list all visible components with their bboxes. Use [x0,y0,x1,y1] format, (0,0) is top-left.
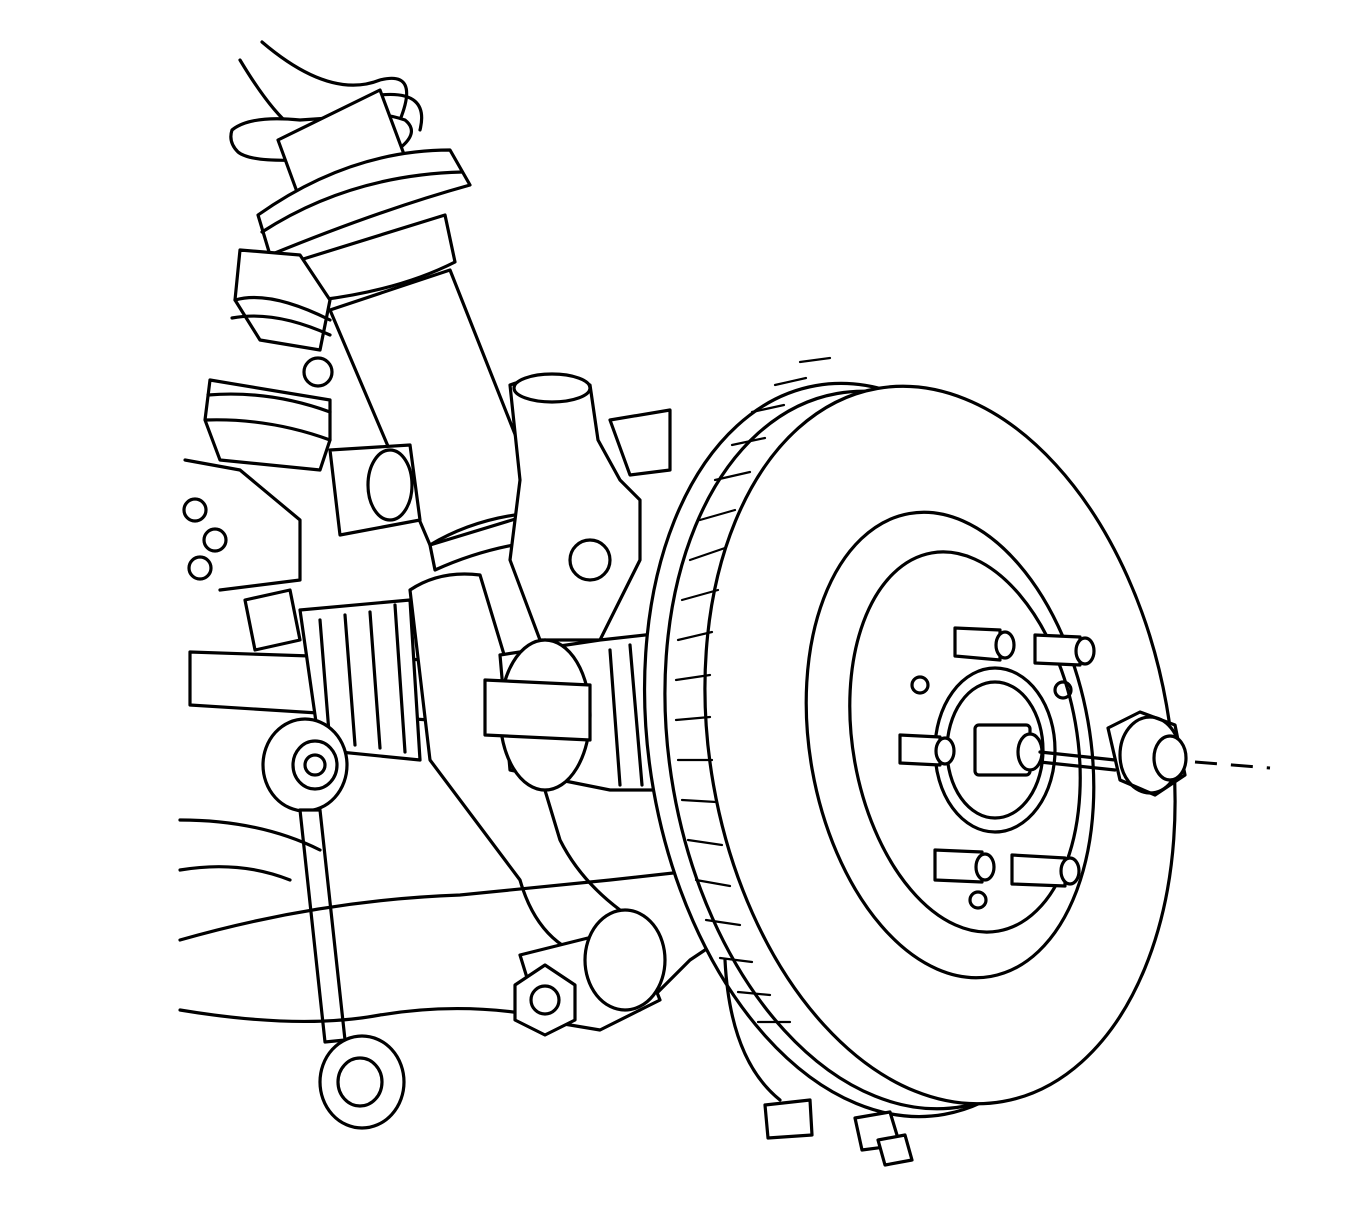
tie-rod [188,588,432,762]
wheel-studs [898,626,1096,910]
strut-assembly [256,88,552,572]
wheel-hub [933,666,1057,834]
stabilizer-link [261,717,406,1130]
steering-gear-boot [182,248,422,592]
knuckle-bolts [723,958,914,1167]
lower-control-arm [178,818,722,1037]
drive-axle-nut [1038,710,1271,797]
